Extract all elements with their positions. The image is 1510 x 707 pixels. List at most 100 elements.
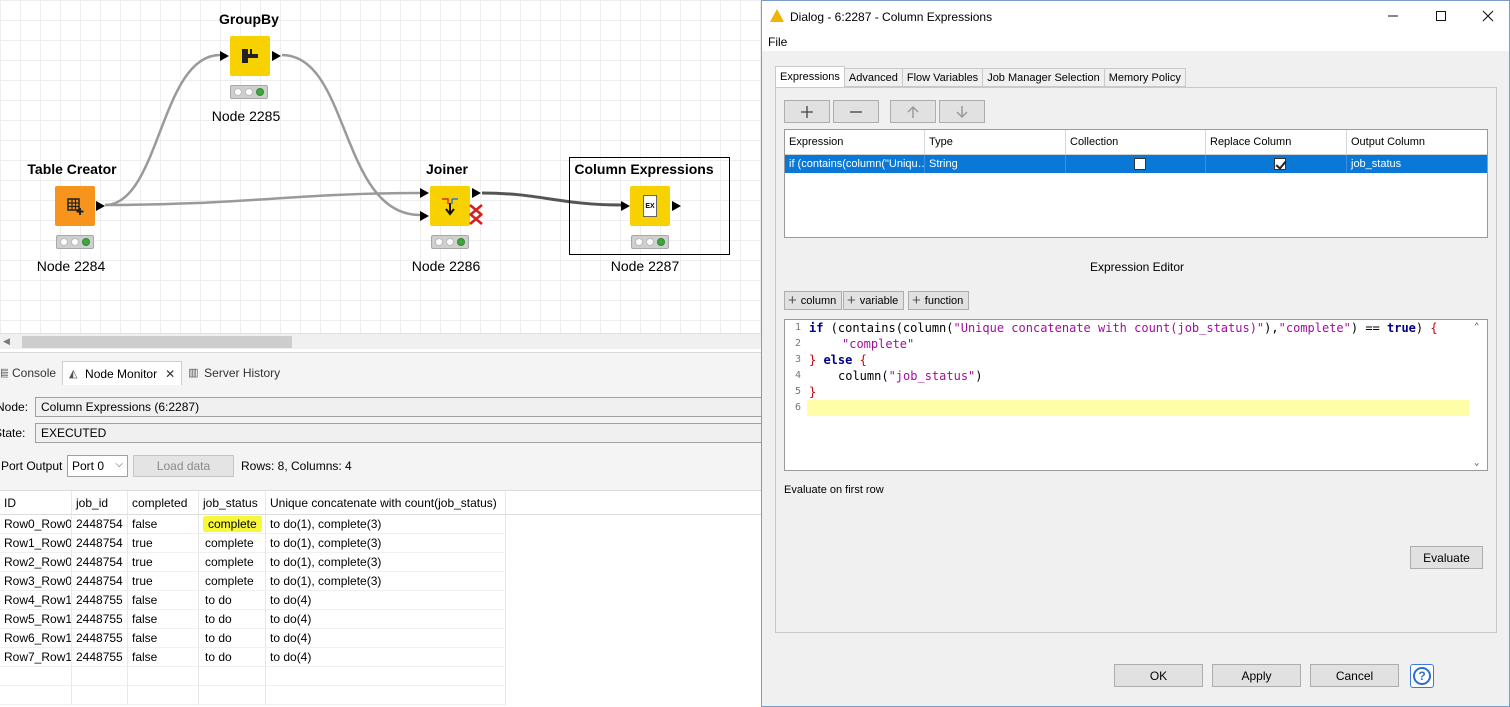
node-label-joiner[interactable]: Node 2286 [411, 258, 481, 274]
expression-cell[interactable]: if (contains(column("Uniqu… [785, 155, 925, 173]
move-up-button[interactable] [890, 100, 936, 123]
column-header[interactable]: job_id [72, 491, 128, 514]
node-label-groupby[interactable]: Node 2285 [211, 108, 281, 124]
move-down-button[interactable] [939, 100, 985, 123]
table-cell: to do(1), complete(3) [266, 553, 506, 572]
evaluate-button[interactable]: Evaluate [1410, 546, 1483, 569]
tab-flow-variables[interactable]: Flow Variables [902, 68, 984, 87]
minimize-button[interactable] [1379, 5, 1407, 27]
column-header[interactable]: Expression [785, 130, 925, 154]
table-cell: complete [199, 515, 266, 534]
close-window-button[interactable] [1474, 5, 1502, 27]
table-cell: Row7_Row1 [0, 648, 72, 667]
column-header[interactable]: completed [128, 491, 199, 514]
column-header[interactable]: Collection [1066, 130, 1206, 154]
close-icon[interactable]: ✕ [165, 366, 176, 381]
table-cell: to do(1), complete(3) [266, 515, 506, 534]
insert-function-button[interactable]: +function [908, 291, 970, 310]
table-cell: 2448754 [72, 553, 128, 572]
ok-button[interactable]: OK [1114, 664, 1203, 687]
canvas-horizontal-scrollbar[interactable]: ◀ [0, 333, 762, 349]
menu-file[interactable]: File [768, 35, 788, 49]
insert-variable-button[interactable]: +variable [843, 291, 905, 310]
node-monitor-icon: ◭ [69, 367, 78, 380]
add-expression-button[interactable] [784, 100, 830, 123]
output-column-cell[interactable]: job_status [1351, 158, 1402, 170]
node-title-column-expressions[interactable]: Column Expressions [574, 161, 714, 177]
expressions-panel: Expression Type Collection Replace Colum… [775, 87, 1497, 633]
minus-icon [850, 110, 862, 113]
column-header[interactable]: Replace Column [1206, 130, 1347, 154]
groupby-icon[interactable] [230, 36, 270, 76]
joiner-output-port-2-x-icon[interactable] [469, 202, 483, 226]
expression-row-selected[interactable]: if (contains(column("Uniqu… String job_s… [785, 155, 1487, 173]
scroll-left-icon[interactable]: ◀ [3, 336, 10, 346]
table-row[interactable]: Row7_Row1 2448755 false to do to do(4) [0, 648, 762, 667]
port-output-label: Port Output [1, 459, 63, 473]
maximize-button[interactable] [1427, 5, 1455, 27]
node-label-column-expressions[interactable]: Node 2287 [610, 258, 680, 274]
table-creator-icon[interactable] [55, 186, 95, 226]
column-header[interactable]: ID [0, 491, 72, 514]
tab-job-manager-selection[interactable]: Job Manager Selection [983, 68, 1105, 87]
editor-vertical-scrollbar[interactable]: ⌃ ⌄ [1470, 320, 1487, 470]
maximize-icon [1436, 11, 1446, 21]
column-expressions-icon[interactable]: EX [630, 186, 670, 226]
groupby-input-port[interactable] [220, 51, 229, 61]
tab-advanced[interactable]: Advanced [844, 68, 903, 87]
table-row[interactable]: Row0_Row0 2448754 false complete to do(1… [0, 515, 762, 534]
table-row[interactable]: Row2_Row0 2448754 true complete to do(1)… [0, 553, 762, 572]
insert-column-button[interactable]: +column [784, 291, 843, 310]
node-title-groupby[interactable]: GroupBy [219, 11, 279, 27]
tab-expressions[interactable]: Expressions [775, 66, 845, 87]
chevron-up-icon[interactable]: ⌃ [1474, 322, 1480, 332]
table-row[interactable]: Row3_Row0 2448754 true complete to do(1)… [0, 572, 762, 591]
node-label-table-creator[interactable]: Node 2284 [36, 258, 106, 274]
dialog-title: Dialog - 6:2287 - Column Expressions [790, 10, 993, 24]
load-data-button[interactable]: Load data [133, 455, 234, 477]
table-cell: to do [199, 629, 266, 648]
type-cell[interactable]: String [925, 155, 1066, 173]
port-select[interactable]: Port 0 ⌵ [67, 455, 128, 477]
expression-editor-title: Expression Editor [1089, 260, 1185, 274]
table-row[interactable]: Row4_Row1 2448755 false to do to do(4) [0, 591, 762, 610]
column-expressions-input-port[interactable] [621, 201, 630, 211]
column-header[interactable]: Type [925, 130, 1066, 154]
dialog-titlebar[interactable]: Dialog - 6:2287 - Column Expressions [762, 1, 1509, 33]
table-row[interactable]: Row6_Row1 2448755 false to do to do(4) [0, 629, 762, 648]
tab-memory-policy[interactable]: Memory Policy [1104, 68, 1186, 87]
code-line-2: "complete" [842, 337, 915, 351]
help-button[interactable]: ? [1410, 664, 1434, 688]
cancel-button[interactable]: Cancel [1310, 664, 1399, 687]
joiner-output-port-1[interactable] [472, 188, 481, 198]
tab-console[interactable]: ▤ Console [0, 361, 62, 385]
node-title-table-creator[interactable]: Table Creator [27, 161, 117, 177]
remove-expression-button[interactable] [833, 100, 879, 123]
column-header[interactable]: Unique concatenate with count(job_status… [266, 491, 506, 514]
joiner-input-port-right[interactable] [420, 211, 429, 221]
chevron-down-icon[interactable]: ⌄ [1474, 458, 1480, 468]
scrollbar-thumb[interactable] [22, 336, 292, 348]
joiner-status-light [431, 235, 469, 249]
bottom-panel: ▤ Console ◭ Node Monitor ✕ ▥ Server Hist… [0, 352, 762, 707]
arrow-up-icon [907, 105, 919, 118]
workflow-canvas[interactable]: GroupBy Node 2285 Table Creator Node 228… [0, 0, 762, 333]
code-editor[interactable]: 1 2 3 4 5 6 if (contains(column("Unique … [784, 319, 1488, 471]
column-header[interactable]: job_status [199, 491, 266, 514]
table-creator-output-port[interactable] [96, 201, 105, 211]
replace-column-checkbox[interactable] [1274, 158, 1286, 170]
tab-node-monitor[interactable]: ◭ Node Monitor ✕ [62, 361, 183, 385]
column-header[interactable]: Output Column [1351, 136, 1425, 148]
joiner-icon[interactable] [430, 186, 470, 226]
column-expressions-output-port[interactable] [672, 201, 681, 211]
joiner-input-port-left[interactable] [420, 188, 429, 198]
tab-server-history[interactable]: ▥ Server History [182, 361, 286, 385]
table-cell: 2448755 [72, 591, 128, 610]
collection-checkbox[interactable] [1134, 158, 1146, 170]
node-title-joiner[interactable]: Joiner [425, 161, 468, 177]
apply-button[interactable]: Apply [1212, 664, 1301, 687]
table-row[interactable]: Row5_Row1 2448755 false to do to do(4) [0, 610, 762, 629]
groupby-output-port[interactable] [272, 51, 281, 61]
table-row[interactable]: Row1_Row0 2448754 true complete to do(1)… [0, 534, 762, 553]
line-number: 4 [794, 370, 801, 381]
